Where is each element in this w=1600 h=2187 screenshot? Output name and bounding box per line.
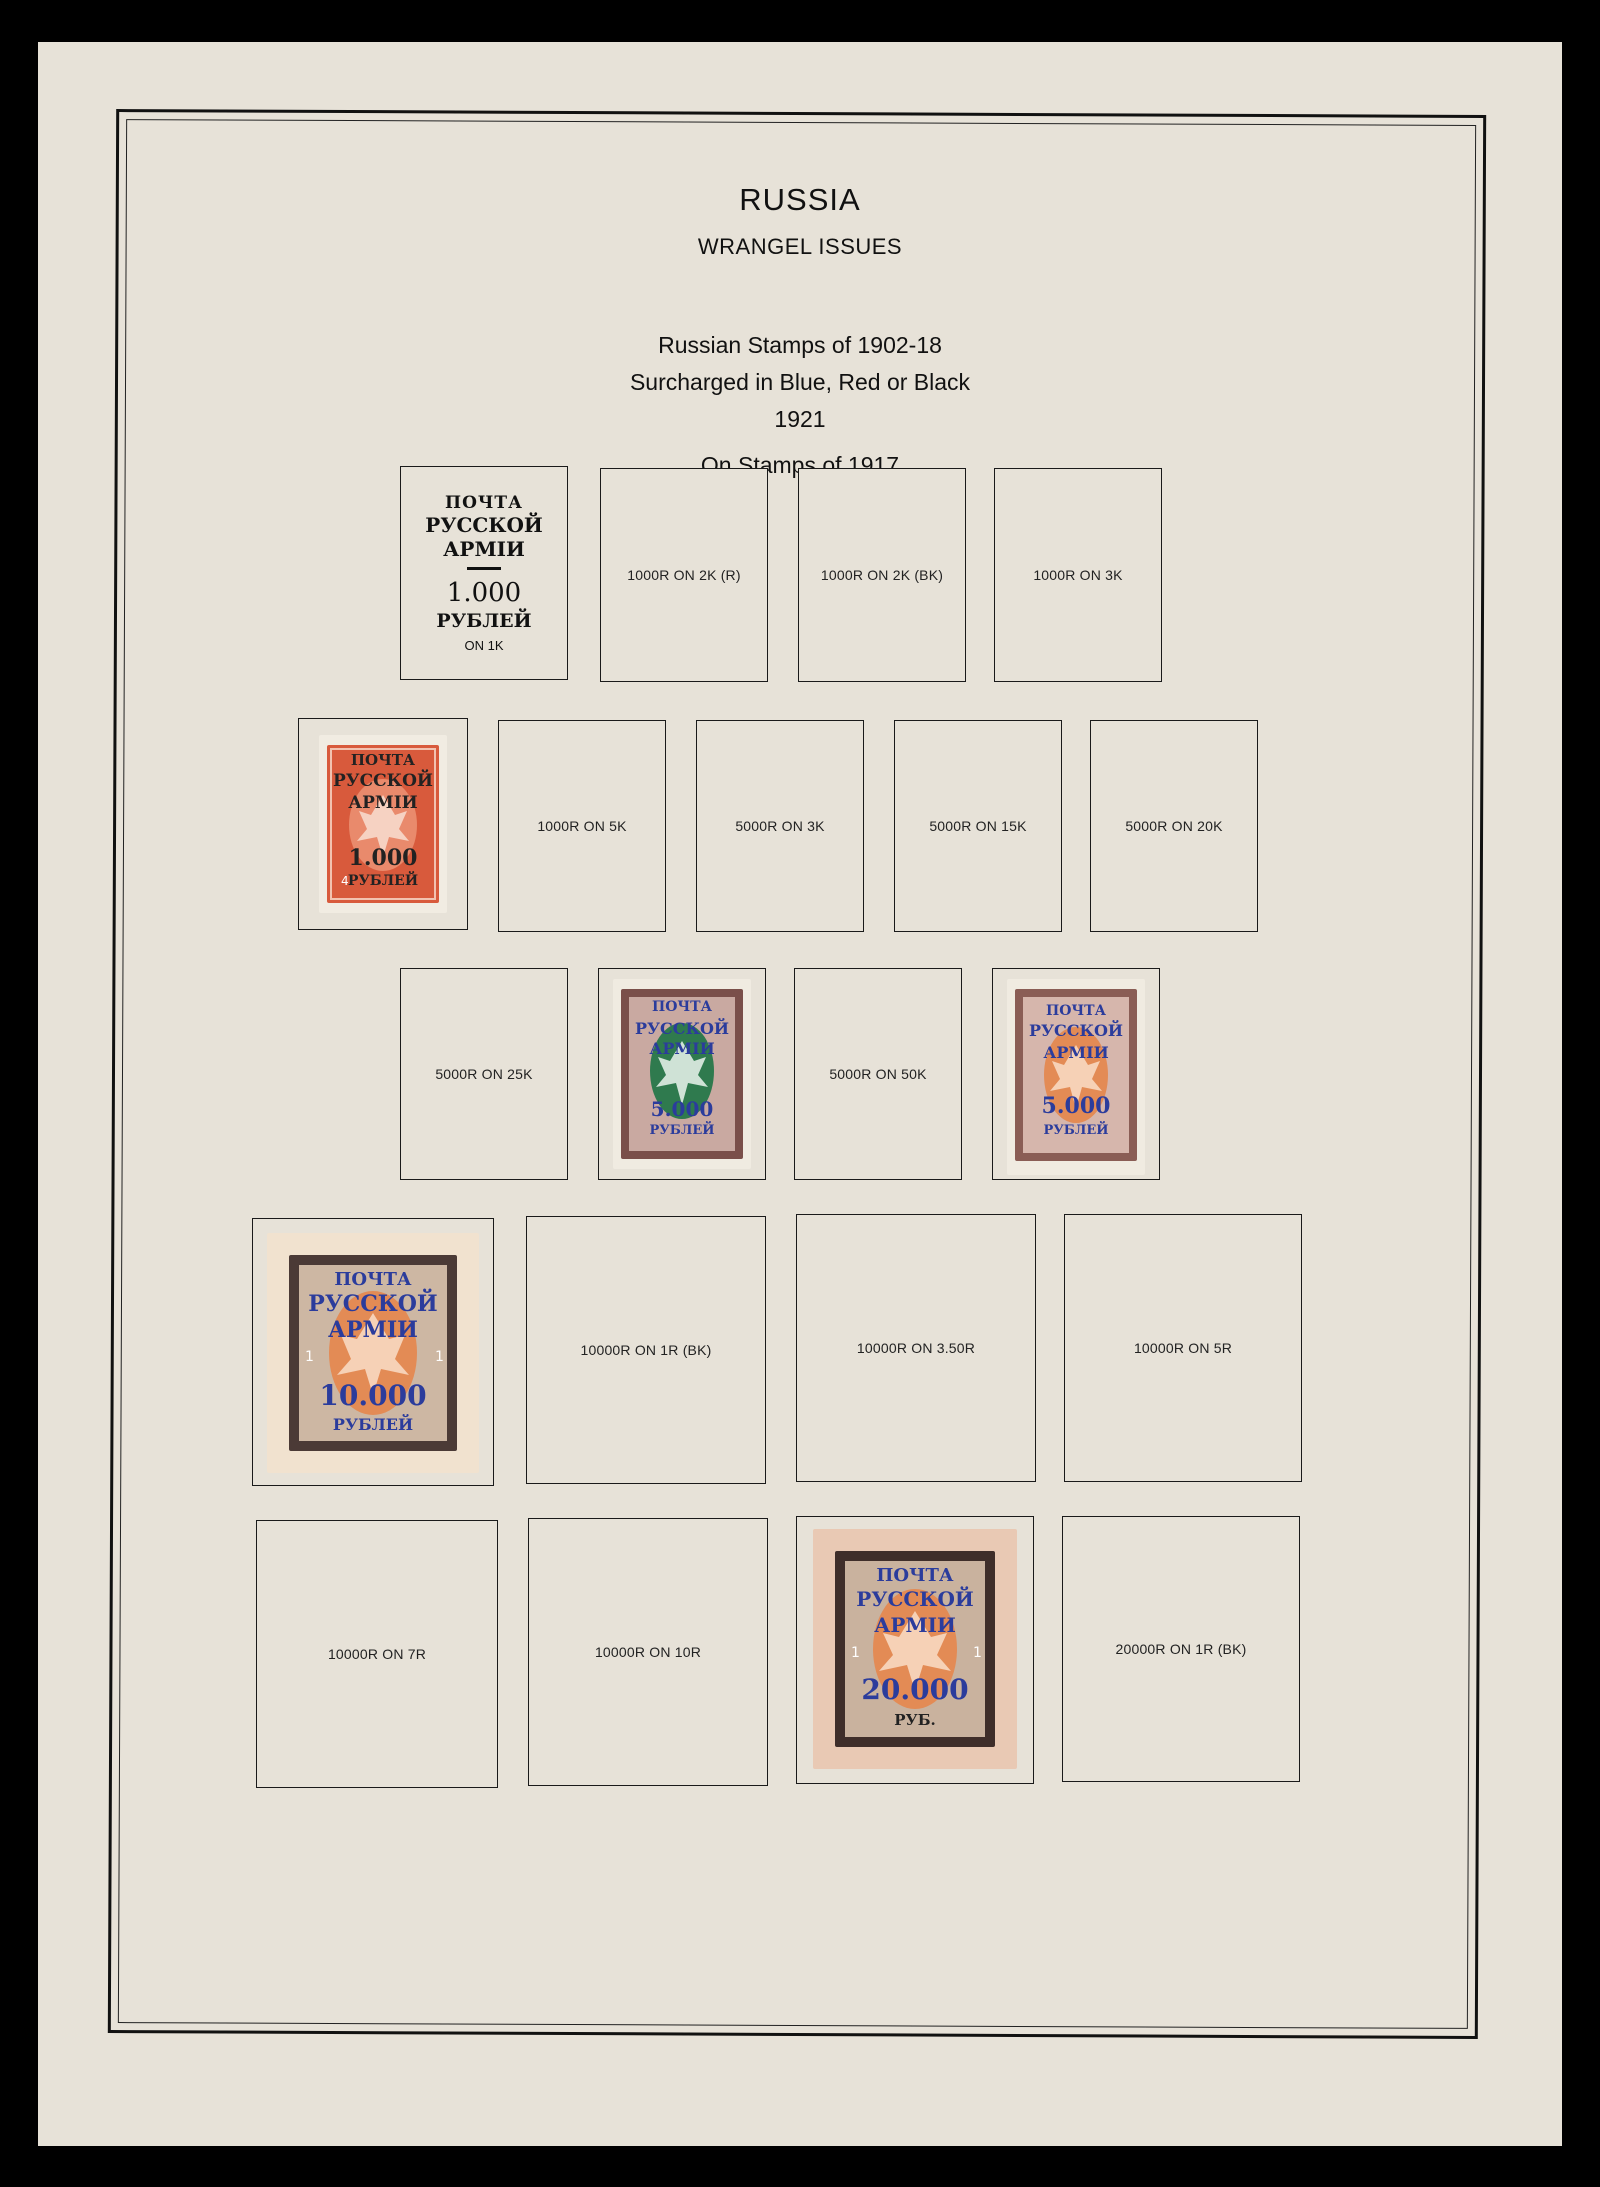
description-line: Surcharged in Blue, Red or Black (629, 369, 971, 395)
stamp-space-label: 10000R ON 7R (327, 1646, 427, 1662)
overprint-text: АРМІИ (1043, 1043, 1109, 1062)
album-page: RUSSIA WRANGEL ISSUES Russian Stamps of … (38, 42, 1562, 2146)
stamp-space-label: 5000R ON 50K (829, 1066, 927, 1082)
illus-caption: ON 1K (464, 638, 504, 653)
stamp-space[interactable]: 5000R ON 3K (696, 720, 864, 932)
illus-text: РУССКОЙ (425, 513, 543, 537)
illus-text: РУБЛЕЙ (436, 610, 532, 632)
stamp-space-label: 10000R ON 3.50R (856, 1340, 976, 1356)
stamp-space-label: 1000R ON 2K (R) (627, 567, 741, 583)
stamp-space-filled[interactable]: ПОЧТА РУССКОЙ АРМІИ 5.000 РУБЛЕЙ (992, 968, 1160, 1180)
overprint-text: ПОЧТА (876, 1565, 954, 1586)
stamp-design: 4 ПОЧТА РУССКОЙ АРМІИ 1.000 РУБЛЕЙ (327, 745, 439, 903)
stamp-space[interactable]: 20000R ON 1R (BK) (1062, 1516, 1300, 1782)
stamp-brown-green[interactable]: ПОЧТА РУССКОЙ АРМІИ 5.000 РУБЛЕЙ (613, 979, 751, 1169)
stamp-space-label: 5000R ON 3K (735, 818, 825, 834)
stamp-space[interactable]: 10000R ON 3.50R (796, 1214, 1036, 1482)
overprint-value: 1.000 (348, 845, 418, 871)
stamp-1r-20000[interactable]: 1 1 ПОЧТА РУССКОЙ АРМІИ 20.000 РУБ. (813, 1529, 1017, 1769)
svg-text:1: 1 (973, 1645, 982, 1661)
overprint-text: АРМІИ (328, 1317, 418, 1343)
stamp-space[interactable]: 10000R ON 10R (528, 1518, 768, 1786)
stamp-design: ПОЧТА РУССКОЙ АРМІИ 5.000 РУБЛЕЙ (621, 989, 743, 1159)
illus-text: ПОЧТА (445, 493, 523, 513)
stamp-design: 1 1 ПОЧТА РУССКОЙ АРМІИ 20.000 РУБ. (835, 1551, 995, 1747)
eagle-emblem-icon (1023, 997, 1129, 1153)
svg-text:1: 1 (305, 1349, 314, 1365)
page-subtitle: WRANGEL ISSUES (697, 234, 903, 259)
stamp-space[interactable]: 10000R ON 7R (256, 1520, 498, 1788)
stamp-space-label: 1000R ON 3K (1033, 567, 1123, 583)
stamp-space-filled[interactable]: 1 1 ПОЧТА РУССКОЙ АРМІИ 10.000 РУБЛЕЙ (252, 1218, 494, 1486)
stamp-space-label: 10000R ON 1R (BK) (580, 1342, 712, 1358)
stamp-design: ПОЧТА РУССКОЙ АРМІИ 5.000 РУБЛЕЙ (1015, 989, 1137, 1161)
overprint-text: ПОЧТА (334, 1269, 412, 1290)
stamp-space-label: 5000R ON 15K (929, 818, 1027, 834)
stamp-space[interactable]: 5000R ON 20K (1090, 720, 1258, 932)
stamp-space[interactable]: 5000R ON 25K (400, 968, 568, 1180)
stamp-space-label: 10000R ON 10R (594, 1644, 702, 1660)
illus-divider (467, 567, 501, 570)
overprint-value: 10.000 (319, 1379, 427, 1412)
overprint-value: 5.000 (1041, 1093, 1111, 1119)
overprint-text: АРМІИ (649, 1039, 715, 1058)
stamp-space-filled[interactable]: 1 1 ПОЧТА РУССКОЙ АРМІИ 20.000 РУБ. (796, 1516, 1034, 1784)
overprint-text: РУБ. (894, 1711, 936, 1729)
eagle-emblem-icon: 1 1 (299, 1265, 447, 1441)
stamp-space-label: 10000R ON 5R (1133, 1340, 1233, 1356)
illus-text: АРМІИ (443, 537, 525, 561)
stamp-design: 1 1 ПОЧТА РУССКОЙ АРМІИ 10.000 РУБЛЕЙ (289, 1255, 457, 1451)
illus-value: 1.000 (446, 578, 522, 608)
overprint-text: ПОЧТА (1045, 1003, 1107, 1019)
stamp-space-label: 20000R ON 1R (BK) (1115, 1641, 1247, 1657)
overprint-text: РУССКОЙ (333, 771, 433, 791)
overprint-text: ПОЧТА (350, 751, 416, 769)
svg-text:1: 1 (435, 1349, 444, 1365)
stamp-space[interactable]: 1000R ON 2K (BK) (798, 468, 966, 682)
overprint-value: 5.000 (650, 1097, 714, 1121)
stamp-space[interactable]: 5000R ON 50K (794, 968, 962, 1180)
overprint-value: 20.000 (861, 1673, 969, 1706)
svg-text:1: 1 (851, 1645, 860, 1661)
description-line: Russian Stamps of 1902-18 (658, 332, 942, 358)
stamp-space[interactable]: 10000R ON 5R (1064, 1214, 1302, 1482)
eagle-emblem-icon: 4 (330, 748, 436, 900)
stamp-space[interactable]: 1000R ON 3K (994, 468, 1162, 682)
stamp-1r-overprint[interactable]: 1 1 ПОЧТА РУССКОЙ АРМІИ 10.000 РУБЛЕЙ (267, 1233, 479, 1473)
svg-text:4: 4 (341, 874, 349, 888)
stamp-brown-orange[interactable]: ПОЧТА РУССКОЙ АРМІИ 5.000 РУБЛЕЙ (1007, 979, 1145, 1175)
overprint-text: РУБЛЕЙ (1043, 1123, 1109, 1138)
overprint-illustration: ПОЧТА РУССКОЙ АРМІИ 1.000 РУБЛЕЙ ON 1K (425, 493, 543, 653)
description-line: 1921 (774, 406, 826, 432)
stamp-red-4k[interactable]: 4 ПОЧТА РУССКОЙ АРМІИ 1.000 РУБЛЕЙ (319, 735, 447, 913)
page-title: RUSSIA (739, 182, 861, 217)
issue-description: Russian Stamps of 1902-18 Surcharged in … (38, 327, 1562, 438)
overprint-text: РУССКОЙ (634, 1019, 730, 1038)
stamp-space[interactable]: 1000R ON 5K (498, 720, 666, 932)
overprint-text: РУССКОЙ (308, 1291, 438, 1317)
overprint-text: АРМІИ (348, 793, 418, 813)
overprint-text: ПОЧТА (651, 999, 713, 1015)
overprint-text: РУБЛЕЙ (332, 1415, 414, 1434)
overprint-text: РУССКОЙ (1028, 1021, 1124, 1040)
stamp-space-filled[interactable]: ПОЧТА РУССКОЙ АРМІИ 5.000 РУБЛЕЙ (598, 968, 766, 1180)
overprint-text: РУБЛЕЙ (347, 873, 419, 889)
eagle-emblem-icon: 1 1 (845, 1561, 985, 1737)
overprint-text: РУССКОЙ (856, 1587, 974, 1611)
overprint-text: РУБЛЕЙ (649, 1123, 715, 1138)
stamp-space-illustration[interactable]: ПОЧТА РУССКОЙ АРМІИ 1.000 РУБЛЕЙ ON 1K (400, 466, 568, 680)
stamp-space-label: 1000R ON 2K (BK) (820, 567, 944, 583)
stamp-space[interactable]: 5000R ON 15K (894, 720, 1062, 932)
eagle-emblem-icon (629, 997, 735, 1151)
stamp-space-filled[interactable]: 4 ПОЧТА РУССКОЙ АРМІИ 1.000 РУБЛЕЙ (298, 718, 468, 930)
stamp-space-label: 5000R ON 25K (435, 1066, 533, 1082)
stamp-space[interactable]: 1000R ON 2K (R) (600, 468, 768, 682)
stamp-space[interactable]: 10000R ON 1R (BK) (526, 1216, 766, 1484)
stamp-space-label: 1000R ON 5K (537, 818, 627, 834)
stamp-space-label: 5000R ON 20K (1125, 818, 1223, 834)
overprint-text: АРМІИ (874, 1613, 956, 1637)
